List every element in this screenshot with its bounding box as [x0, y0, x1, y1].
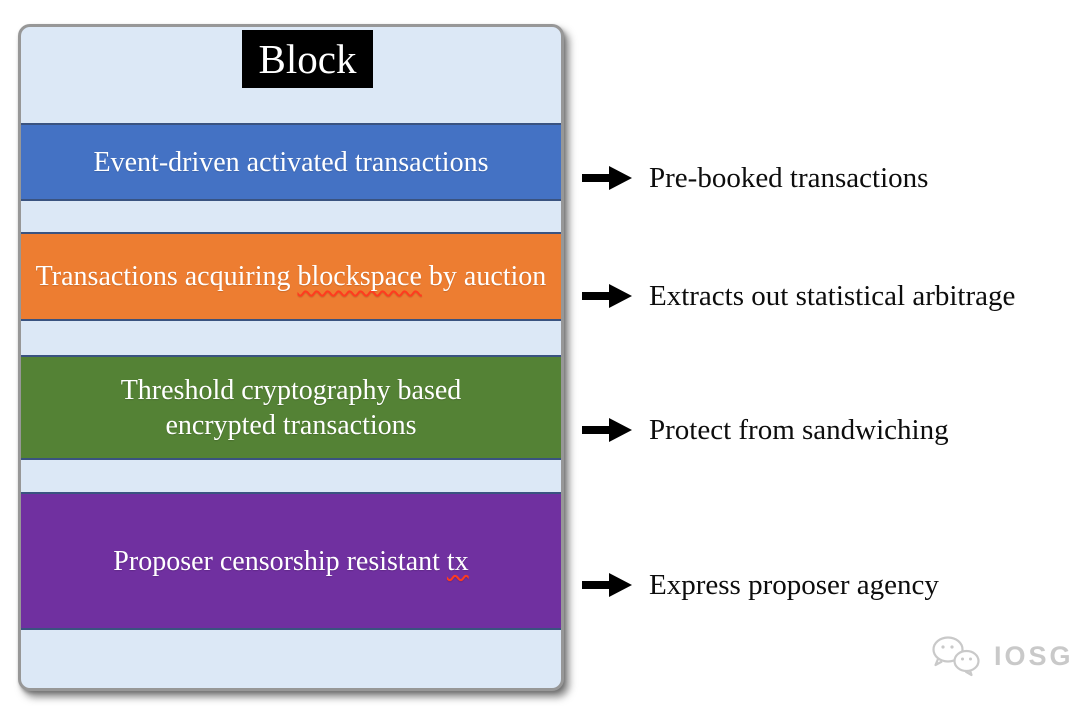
annotation-label: Pre-booked transactions: [649, 161, 929, 194]
band-encrypted-transactions: Threshold cryptography based encrypted t…: [21, 355, 561, 460]
band-label: Event-driven activated transactions: [93, 146, 489, 178]
misspelled-word: blockspace: [297, 261, 422, 292]
band-auction-transactions: Transactions acquiring blockspace by auc…: [21, 232, 561, 321]
right-arrow-icon: [582, 573, 632, 597]
brand-label: IOSG: [994, 640, 1074, 671]
misspelled-word: tx: [446, 545, 469, 577]
annotation-protect-sandwiching: Protect from sandwiching: [582, 408, 949, 452]
band-label: Threshold cryptography based encrypted t…: [120, 374, 462, 441]
right-arrow-icon: [582, 166, 632, 190]
annotation-label: Express proposer agency: [649, 568, 939, 601]
block-title: Block: [242, 30, 373, 88]
wechat-icon: [932, 636, 980, 677]
right-arrow-icon: [582, 418, 632, 442]
iosg-watermark: IOSG: [928, 634, 1074, 678]
band-event-driven-transactions: Event-driven activated transactions: [21, 123, 561, 201]
annotation-proposer-agency: Express proposer agency: [582, 563, 939, 607]
annotation-label: Extracts out statistical arbitrage: [649, 279, 1016, 312]
band-censorship-resistant-tx: Proposer censorship resistant tx: [21, 492, 561, 630]
block-diagram: Block Event-driven activated transaction…: [18, 24, 564, 691]
band-label: Proposer censorship resistant tx: [113, 545, 469, 577]
annotation-label: Protect from sandwiching: [649, 413, 949, 446]
annotation-statistical-arbitrage: Extracts out statistical arbitrage: [582, 274, 1015, 318]
right-arrow-icon: [582, 284, 632, 308]
block-title-label: Block: [258, 35, 357, 82]
annotation-pre-booked: Pre-booked transactions: [582, 156, 928, 200]
band-label: Transactions acquiring blockspace by auc…: [35, 261, 547, 292]
